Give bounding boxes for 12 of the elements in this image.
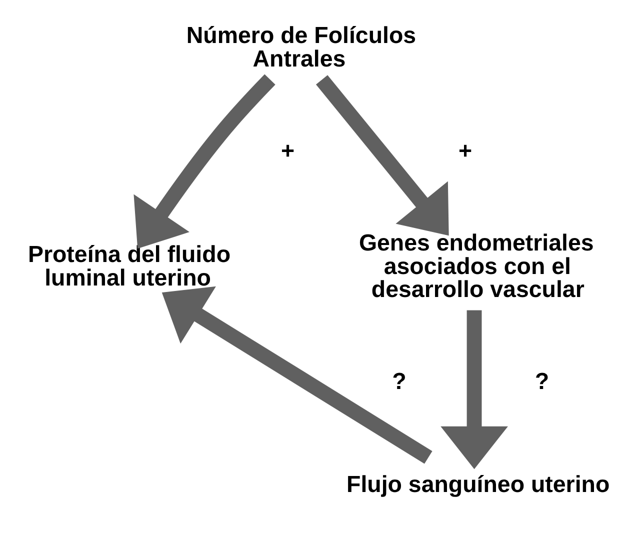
- arrow: [134, 74, 276, 248]
- node-text: Número de Folículos Antrales: [186, 22, 416, 71]
- arrow: [440, 310, 508, 469]
- node-text: Genes endometriales asociados con el desarrollo vascular: [358, 229, 594, 302]
- edge-label: ?: [534, 368, 550, 394]
- arrow: [316, 74, 449, 236]
- edge-label: ?: [392, 368, 406, 394]
- node-text: Proteína del fluido luminal uterino: [28, 240, 231, 290]
- arrow: [162, 286, 432, 464]
- edge-label: +: [280, 137, 295, 163]
- node-text: Flujo sanguíneo uterino: [346, 470, 610, 496]
- edge-label: +: [458, 137, 472, 163]
